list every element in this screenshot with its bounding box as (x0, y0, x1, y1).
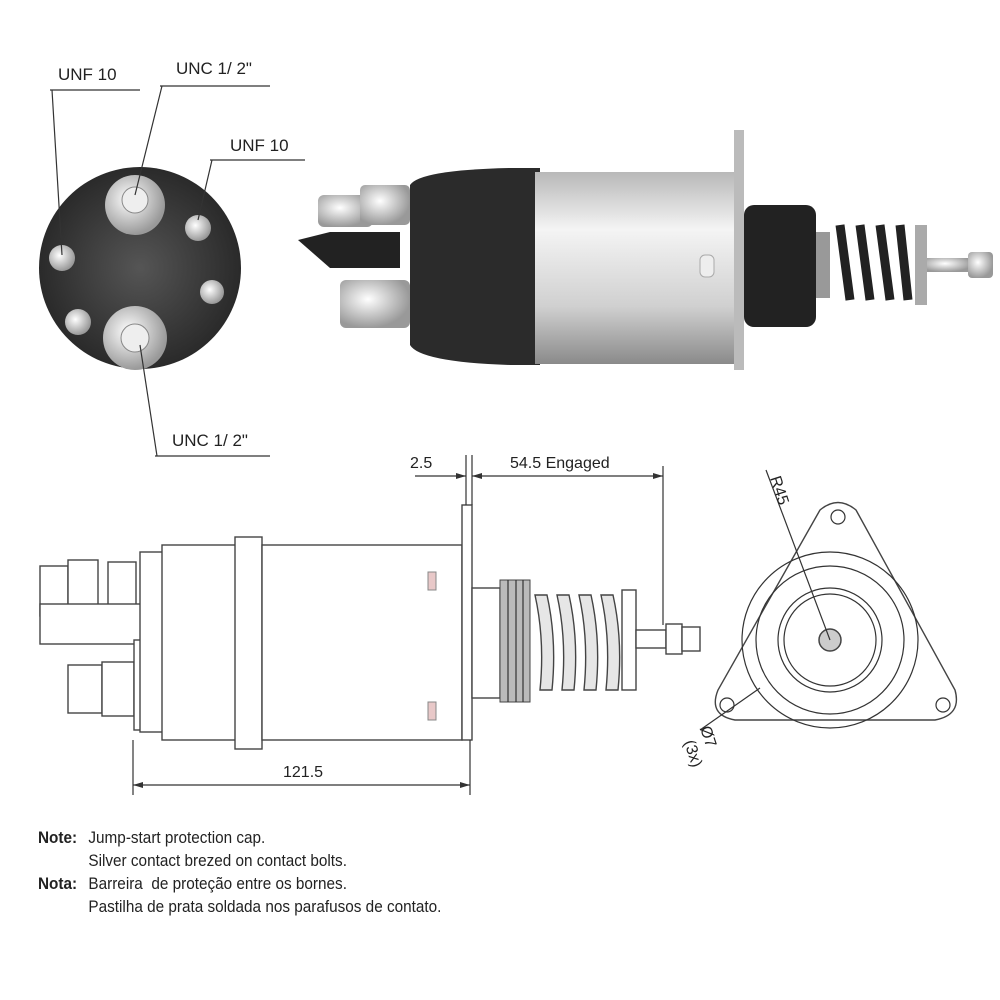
note-line-2: Silver contact brezed on contact bolts. (88, 851, 347, 870)
nota-line-2: Pastilha de prata soldada nos parafusos … (88, 897, 442, 916)
notes-block: Note: Jump-start protection cap. Silver c… (38, 826, 441, 918)
end-view-photo (39, 167, 241, 370)
label-unf10-right: UNF 10 (230, 136, 289, 155)
side-view-drawing (39, 504, 701, 750)
nota-line-1: Barreira de proteção entre os bornes. (88, 874, 347, 893)
dim-gap: 2.5 (410, 455, 432, 472)
dim-hole-dia: Ø7 (696, 724, 719, 750)
dimension-lines (132, 455, 664, 795)
front-view-drawing (699, 469, 958, 731)
label-unc-bottom: UNC 1/ 2" (172, 431, 248, 450)
label-unc-top: UNC 1/ 2" (176, 59, 252, 78)
side-view-photo (298, 130, 993, 370)
dim-length: 121.5 (283, 764, 323, 781)
label-unf10-left: UNF 10 (58, 65, 117, 84)
nota-label: Nota: (38, 874, 78, 893)
note-line-1: Jump-start protection cap. (88, 828, 266, 847)
dim-radius: R45 (766, 474, 791, 507)
dim-engaged: 54.5 Engaged (510, 455, 610, 472)
note-label: Note: (38, 828, 78, 847)
photo-leaders (50, 85, 305, 457)
